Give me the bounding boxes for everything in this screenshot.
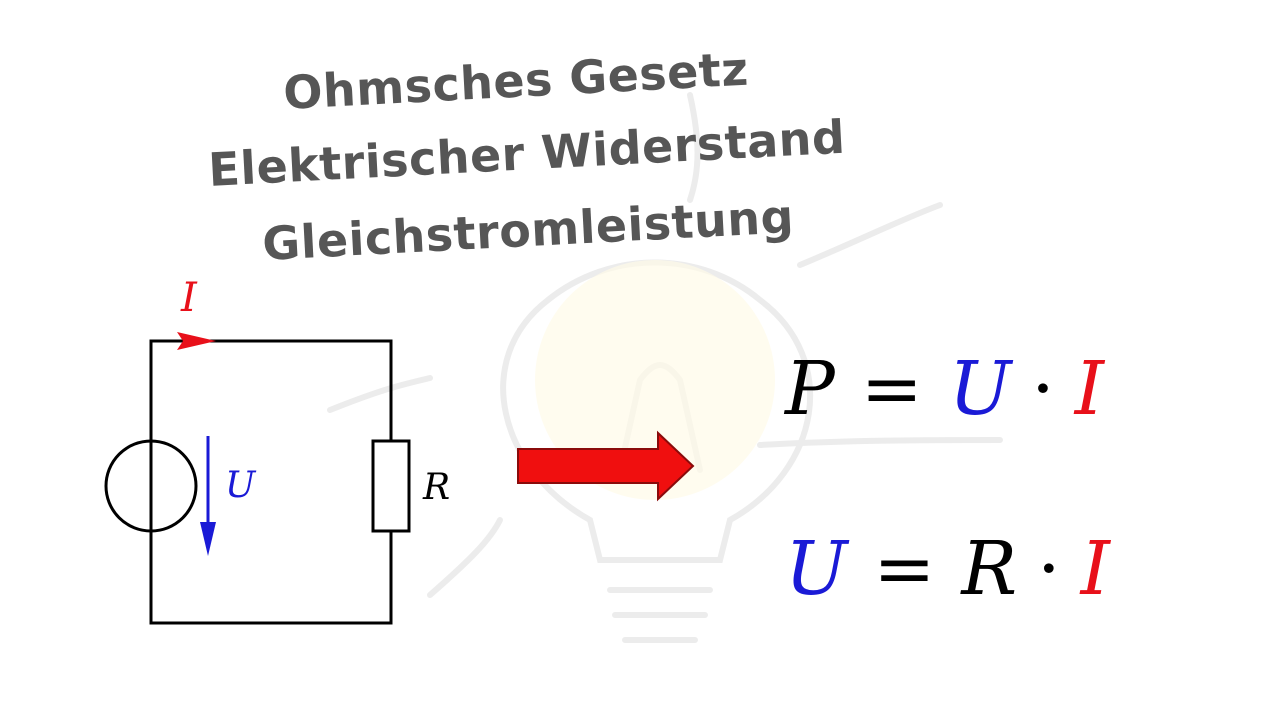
power-formula-lhs: P: [785, 346, 835, 432]
right-arrow-icon: [517, 430, 695, 502]
voltage-arrow-icon: [200, 436, 216, 556]
current-arrow-icon: [177, 332, 216, 350]
circuit-wires: [149, 339, 393, 625]
ohm-formula-equals: =: [873, 526, 936, 612]
current-label: I: [180, 275, 198, 321]
ohm-formula-dot: ·: [1037, 526, 1061, 612]
resistor-icon: [371, 439, 411, 533]
power-formula: P=U·I: [785, 352, 1104, 426]
ohm-formula-resistance: R: [961, 526, 1018, 612]
ohm-formula-current: I: [1080, 526, 1110, 612]
power-formula-dot: ·: [1031, 346, 1055, 432]
ohm-formula: U=R·I: [785, 532, 1110, 606]
voltage-label: U: [225, 465, 257, 506]
power-formula-current: I: [1074, 346, 1104, 432]
resistor-label: R: [422, 467, 450, 508]
ohm-formula-lhs: U: [785, 526, 848, 612]
voltage-source-icon: [104, 439, 198, 533]
power-formula-equals: =: [860, 346, 923, 432]
power-formula-voltage: U: [948, 346, 1012, 432]
